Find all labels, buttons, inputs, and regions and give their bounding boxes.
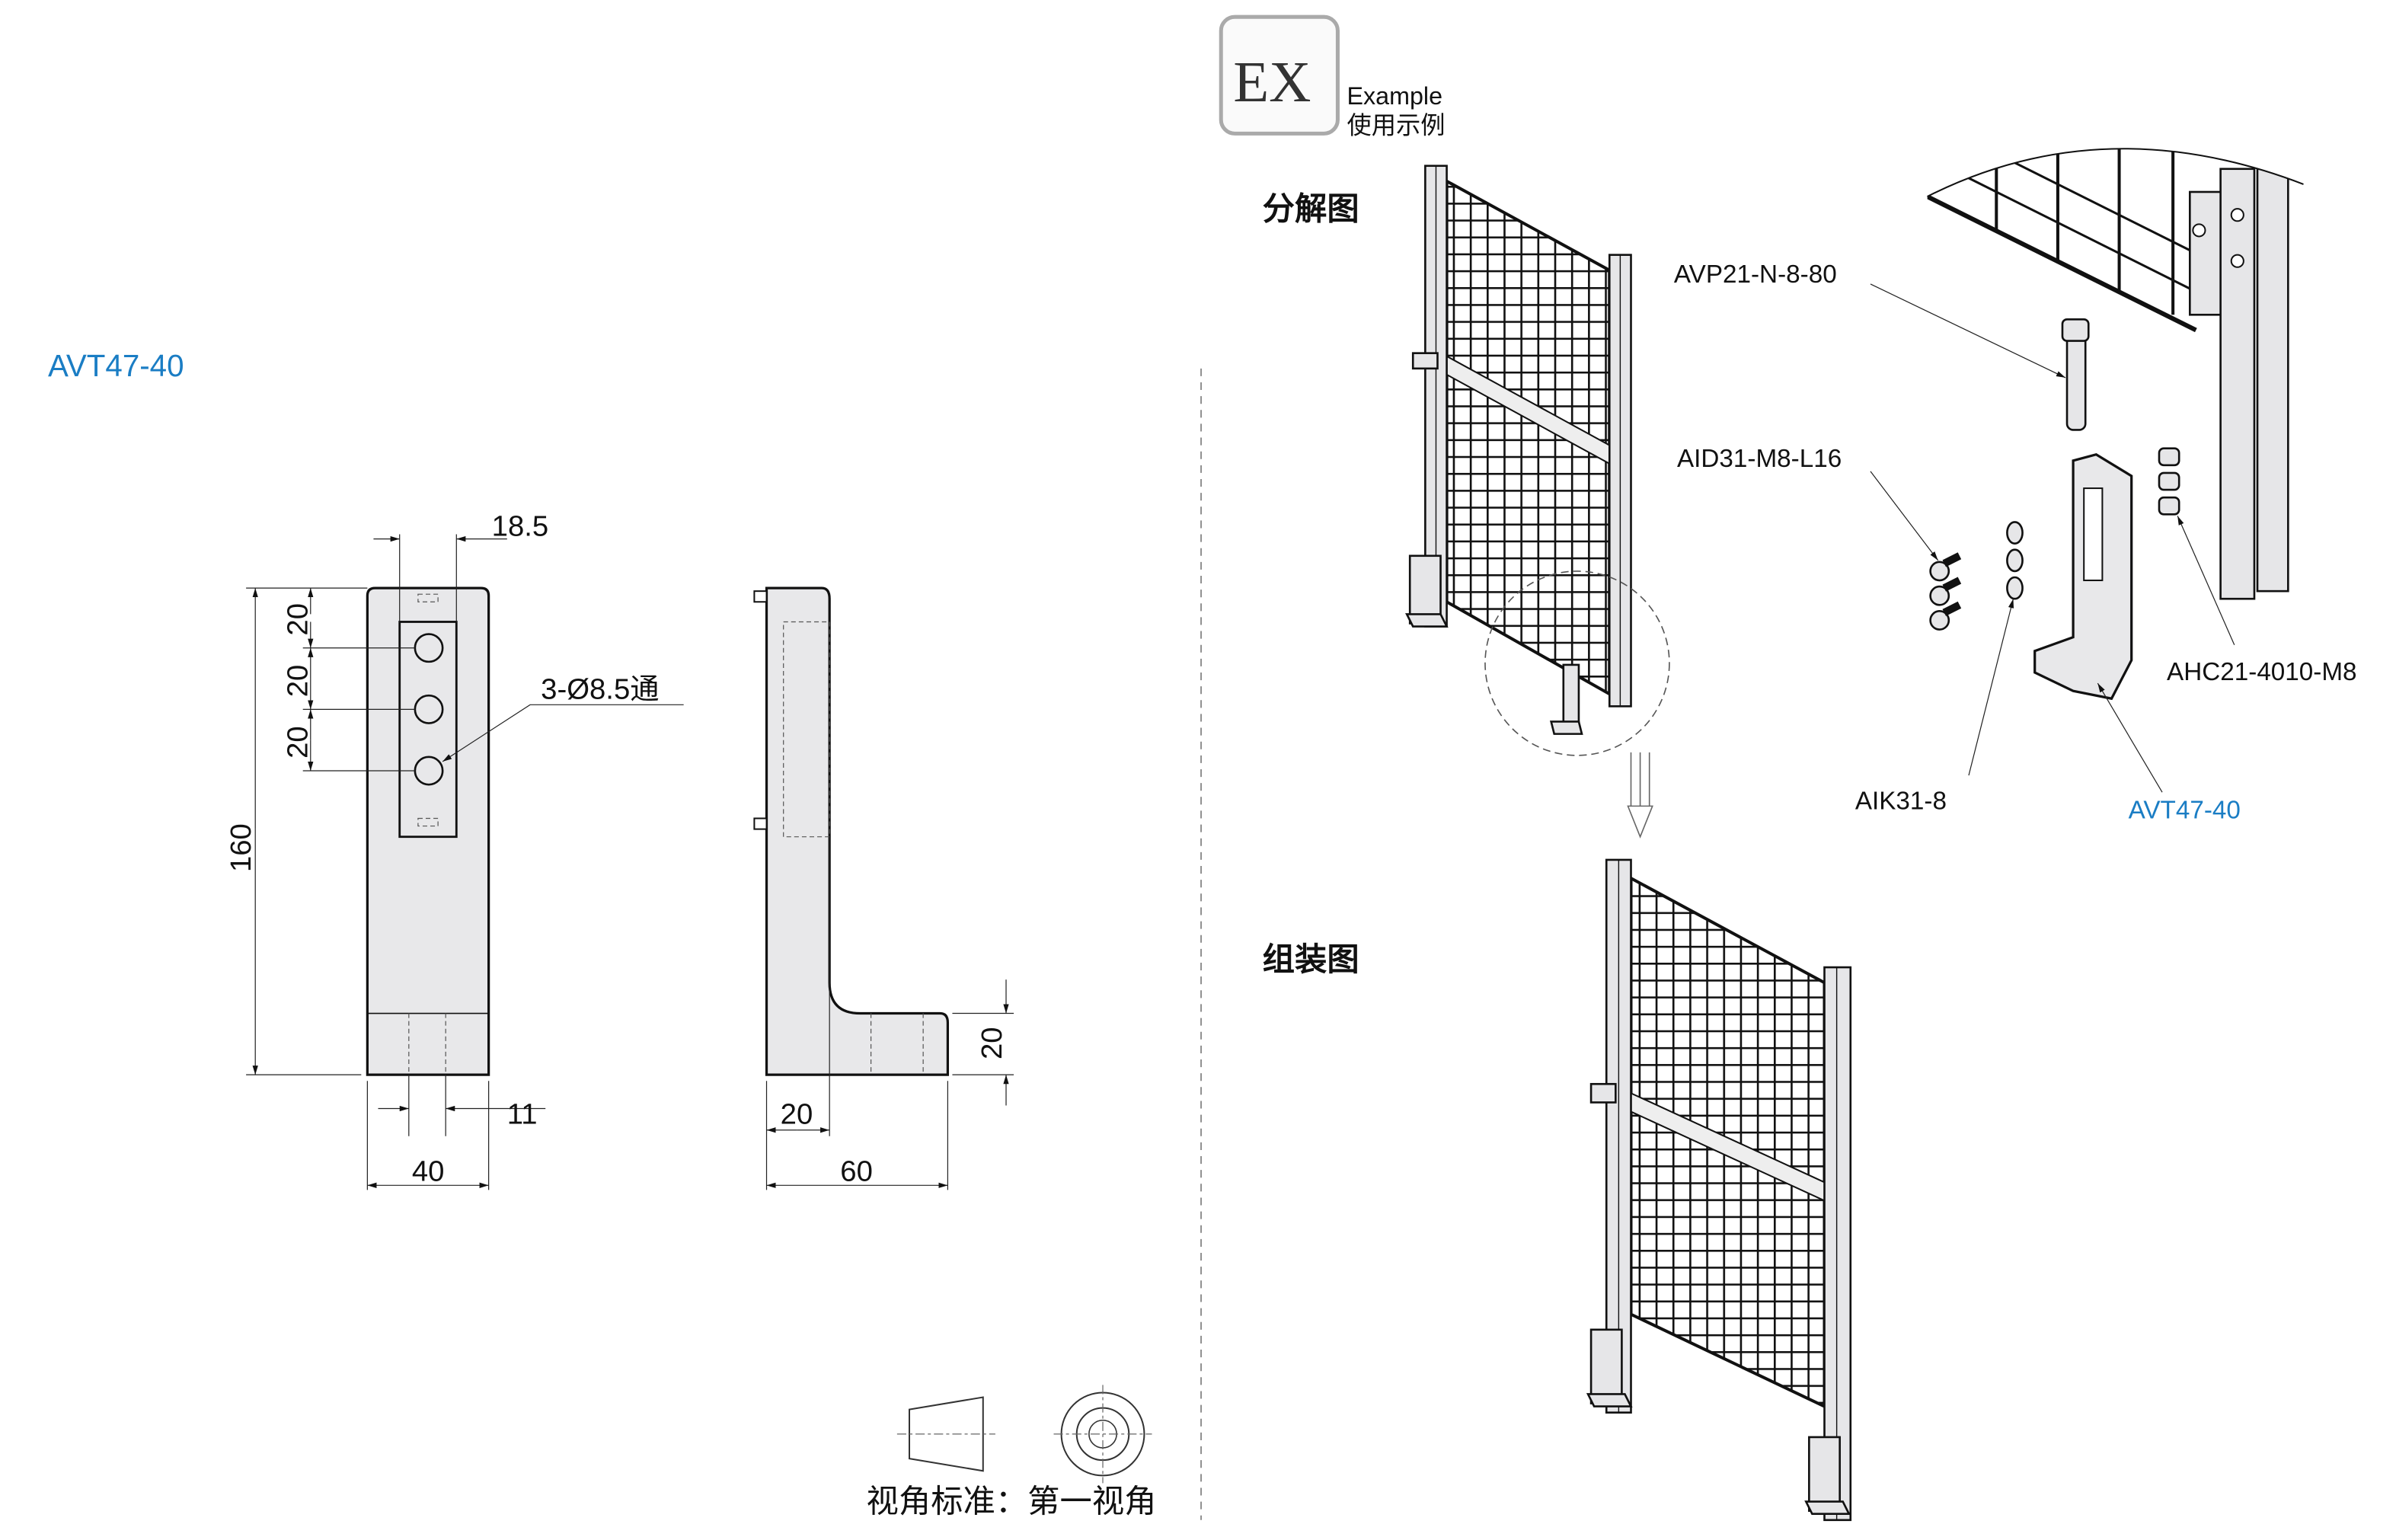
- dim-hole-offset: 18.5: [492, 510, 549, 543]
- example-logo: EX Example 使用示例: [1219, 14, 1446, 139]
- side-view: 20 20 60: [753, 586, 1014, 1190]
- front-view: 18.5 160 20 20 20 3-Ø8.5通 11 40: [225, 510, 684, 1190]
- callout-bracket: AVT47-40: [2129, 797, 2241, 825]
- first-angle-projection-symbol: 视角标准：第一视角: [867, 1385, 1157, 1519]
- callout-screw: AID31-M8-L16: [1677, 445, 1842, 473]
- dim-pitch-2: 20: [282, 665, 315, 698]
- ex-logo-text: EX: [1233, 50, 1311, 114]
- callout-bolt: AVP21-N-8-80: [1674, 260, 1837, 289]
- washers: [2006, 521, 2024, 600]
- callout-washer: AIK31-8: [1855, 787, 1947, 815]
- mounting-slot: [398, 621, 458, 839]
- product-title: AVT47-40: [48, 349, 184, 383]
- dim-offset: 11: [507, 1098, 538, 1131]
- projection-label: 视角标准：第一视角: [867, 1484, 1157, 1519]
- dim-length: 60: [840, 1155, 873, 1187]
- dim-foot-height: 20: [976, 1027, 1008, 1059]
- exploded-frame-illustration: [1405, 165, 1670, 839]
- dim-height: 160: [225, 823, 257, 872]
- callout-nut: AHC21-4010-M8: [2167, 658, 2356, 686]
- hole-note: 3-Ø8.5通: [541, 673, 659, 705]
- dim-pitch-1: 20: [282, 603, 315, 636]
- t-nuts: [2158, 447, 2180, 516]
- dim-thickness: 20: [781, 1098, 813, 1131]
- detail-illustration: [1870, 148, 2304, 793]
- screws: [1929, 552, 1962, 631]
- dim-pitch-3: 20: [282, 726, 315, 759]
- example-label-cn: 使用示例: [1347, 111, 1446, 139]
- exploded-heading: 分解图: [1263, 190, 1359, 226]
- assembled-heading: 组装图: [1263, 941, 1359, 977]
- dim-width: 40: [412, 1155, 445, 1187]
- example-label-en: Example: [1347, 82, 1442, 110]
- assembled-frame-illustration: [1586, 858, 1852, 1522]
